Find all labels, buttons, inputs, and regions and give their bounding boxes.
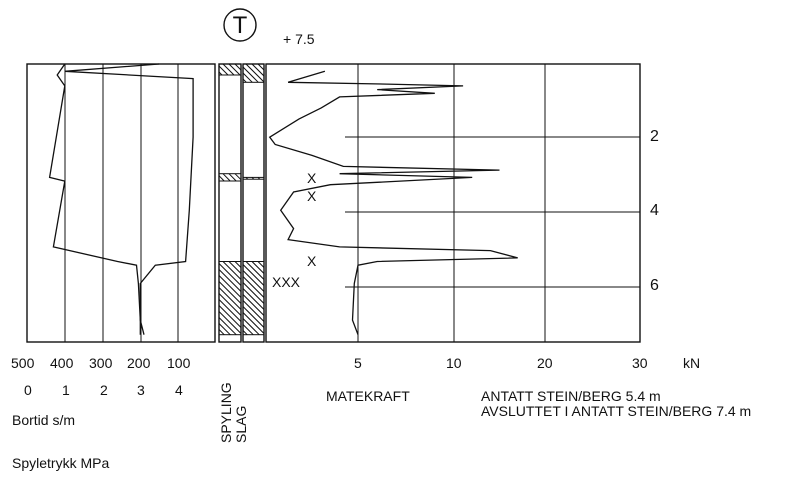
spyletrykk-title: Spyletrykk MPa: [12, 455, 110, 471]
bortid-tick-500: 500: [11, 355, 35, 371]
hatch-line: [245, 261, 265, 280]
hatch-line: [242, 66, 259, 83]
hatch-line: [234, 261, 242, 268]
marker-circle: [223, 8, 257, 42]
hatch-line: [242, 294, 265, 316]
slag-interval: [242, 261, 265, 336]
spyletrykk-tick-3: 3: [137, 382, 145, 398]
hatch-line: [242, 276, 265, 298]
bortid-tick-200: 200: [127, 355, 151, 371]
spyletrykk-tick-0: 0: [24, 382, 32, 398]
hatch-line: [228, 63, 241, 76]
series-line-spyletrykk: [64, 63, 194, 335]
hatch-line: [242, 270, 265, 292]
hatch-line: [242, 288, 265, 310]
spyling-slag-hatches: [218, 63, 265, 336]
hatch-line: [257, 261, 265, 268]
hatch-line: [218, 293, 242, 316]
marker-symbol: T: [233, 12, 248, 39]
bortid-tick-100: 100: [167, 355, 191, 371]
spyletrykk-tick-4: 4: [175, 382, 183, 398]
hatch-line: [245, 177, 249, 180]
hatch-line: [228, 173, 237, 182]
hatch-line: [251, 177, 255, 180]
series-line-matekraft: [268, 70, 518, 335]
hatch-line: [228, 261, 242, 274]
force-tick-30: 30: [632, 355, 648, 371]
hatch-line: [222, 63, 235, 76]
hatch-line: [242, 324, 254, 336]
elevation-marker: T: [223, 8, 257, 42]
hatch-line: [218, 269, 242, 292]
hatch-line: [218, 263, 242, 286]
depth-tick-6: 6: [650, 277, 659, 294]
note-stein-berg: ANTATT STEIN/BERG 5.4 m: [481, 388, 661, 404]
matekraft-curve: [268, 70, 518, 335]
hatch-line: [218, 175, 225, 182]
hatch-line: [218, 317, 237, 336]
hatch-line: [242, 300, 265, 322]
hatch-line: [251, 63, 265, 77]
force-unit: kN: [683, 355, 701, 371]
spyletrykk-tick-1: 1: [62, 382, 70, 398]
note-avsluttet: AVSLUTTET I ANTATT STEIN/BERG 7.4 m: [481, 403, 752, 419]
hatch-line: [218, 323, 231, 336]
force-tick-20: 20: [537, 355, 553, 371]
bortid-curves: [48, 63, 194, 335]
force-tick-10: 10: [446, 355, 462, 371]
x-marker: X: [307, 253, 317, 269]
hatch-line: [257, 177, 261, 180]
depth-tick-4: 4: [650, 202, 659, 219]
hatch-line: [234, 173, 242, 181]
x-marker: X: [307, 188, 317, 204]
spyling-label: SPYLING: [218, 382, 234, 443]
slag-label: SLAG: [233, 405, 249, 443]
hatch-line: [218, 65, 229, 76]
matekraft-title: MATEKRAFT: [326, 388, 410, 404]
spyletrykk-tick-2: 2: [100, 382, 108, 398]
hatch-line: [218, 287, 242, 310]
force-panel: [265, 63, 641, 343]
hatch-line: [218, 329, 225, 336]
bortid-title: Bortid s/m: [12, 412, 76, 428]
hatch-line: [218, 299, 242, 322]
hatch-line: [222, 261, 242, 280]
depth-tick-2: 2: [650, 128, 659, 145]
series-line-bortid: [48, 63, 145, 335]
hatch-line: [218, 281, 242, 304]
hatch-line: [242, 330, 248, 336]
hatch-line: [234, 63, 242, 71]
hatch-line: [242, 306, 265, 328]
bortid-tick-400: 400: [50, 355, 74, 371]
hatch-line: [251, 261, 265, 274]
hatch-line: [242, 318, 260, 336]
x-marker-triple: XXX: [272, 274, 301, 290]
hatch-line: [222, 173, 231, 182]
x-marker: X: [307, 170, 317, 186]
hatch-line: [245, 63, 265, 83]
bortid-tick-300: 300: [89, 355, 113, 371]
hatch-line: [242, 78, 247, 83]
force-tick-5: 5: [354, 355, 362, 371]
bortid-panel: [26, 63, 216, 343]
hatch-line: [242, 312, 265, 334]
hatch-line: [242, 264, 265, 286]
hatch-line: [218, 71, 223, 76]
hatch-line: [242, 72, 253, 83]
hatch-line: [218, 311, 242, 334]
hatch-line: [242, 282, 265, 304]
elevation-label: + 7.5: [283, 31, 315, 47]
hatch-line: [218, 305, 242, 328]
hatch-line: [218, 275, 242, 298]
hatch-line: [257, 63, 265, 71]
